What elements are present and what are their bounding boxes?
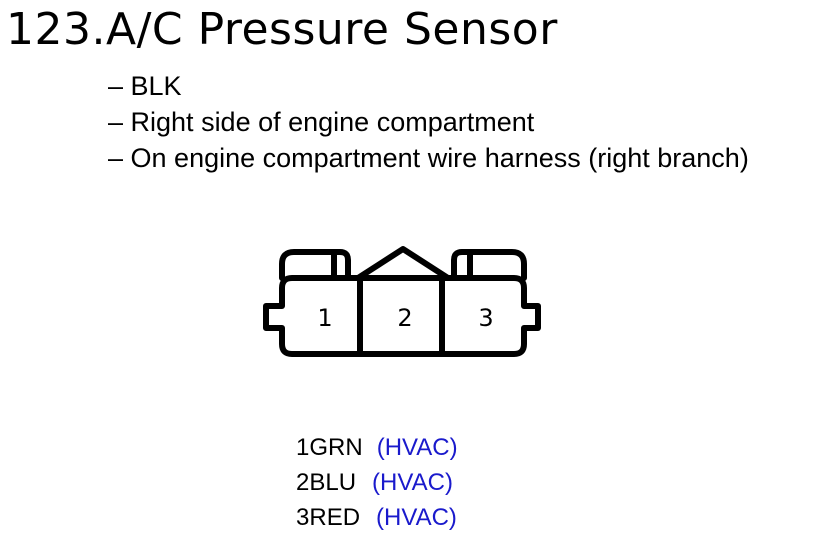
pin-wire-color: GRN — [309, 434, 363, 461]
connector-right-latch-tab — [451, 249, 527, 281]
pin-number: 3 — [296, 504, 310, 531]
pin-assignment-list: 1GRN (HVAC) 2BLU (HVAC) 3RED (HVAC) — [296, 430, 458, 535]
connector-center-key — [355, 246, 451, 281]
pin-number: 2 — [296, 469, 310, 496]
pin-system-label: (HVAC) — [372, 469, 453, 496]
pin-wire-color: BLU — [309, 469, 357, 496]
page-title: 123.A/C Pressure Sensor — [6, 4, 558, 55]
pin-assignment-row: 1GRN (HVAC) — [296, 430, 458, 465]
connector-color-detail: BLK — [108, 68, 749, 104]
connector-face-diagram: 1 2 3 — [263, 246, 541, 357]
pin-assignment-row: 2BLU (HVAC) — [296, 465, 458, 500]
connector-terminal-3: 3 — [478, 304, 493, 332]
pin-number: 1 — [296, 434, 310, 461]
pin-system-label: (HVAC) — [376, 434, 458, 461]
connector-terminal-2: 2 — [397, 304, 412, 332]
pin-wire-color: RED — [309, 504, 361, 531]
pin-system-label: (HVAC) — [376, 504, 457, 531]
connector-details-list: BLK Right side of engine compartment On … — [108, 68, 749, 176]
connector-harness-detail: On engine compartment wire harness (righ… — [108, 140, 749, 176]
connector-left-latch-tab — [279, 249, 351, 281]
connector-location-detail: Right side of engine compartment — [108, 104, 749, 140]
connector-terminal-1: 1 — [317, 304, 332, 332]
pin-assignment-row: 3RED (HVAC) — [296, 500, 458, 535]
connector-body-outline — [263, 275, 541, 357]
